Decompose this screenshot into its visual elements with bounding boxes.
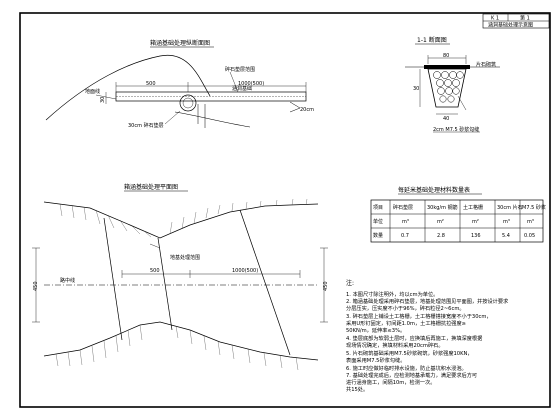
- table-value-3: 136: [471, 233, 481, 239]
- profile-view: 箱涵基础处理纵断面图 地面线 涵洞基础 碎石垫层范围 500 1000(500)…: [45, 39, 314, 129]
- notes-heading: 注:: [346, 279, 354, 287]
- table-header-5: M7.5 砂浆: [522, 204, 546, 211]
- table-header-1: 碎石垫层: [393, 204, 413, 211]
- table-value-1: 0.7: [401, 233, 409, 239]
- table-value-0: 数量: [373, 232, 383, 239]
- note-line-11: 7. 基础处理完成后，应检测地基承载力，满足要求后方可: [346, 371, 477, 379]
- table-header-0: 项目: [373, 205, 383, 211]
- plan-bottom-hatch: [55, 324, 299, 371]
- note-line-12: 进行涵身施工，间隔10m，检测一次。: [346, 378, 435, 386]
- table-unit-2: m²: [437, 219, 444, 225]
- section-label-right: 片石砌筑: [476, 61, 496, 68]
- table-header-3: 土工格栅: [463, 204, 483, 211]
- section-title: 1-1 断面图: [417, 36, 447, 44]
- notes-block: 注: 1. 本图尺寸除注明外，均以cm为单位。 2. 箱涵基础处理采用碎石垫层，…: [346, 279, 509, 393]
- profile-label-center: 涵洞基础: [232, 85, 252, 92]
- note-line-2: 分层压实，压实度不小于96%，碎石粒径2~6cm。: [346, 304, 465, 312]
- plan-top-slope: [43, 201, 319, 239]
- profile-label-band: 碎石垫层范围: [225, 66, 255, 73]
- plan-label-axis: 路中线: [60, 277, 75, 284]
- plan-view: 箱涵基础处理平面图 路中线 地基处: [32, 183, 329, 371]
- note-line-8: 5. 片石砌筑基础采用M7.5砂浆砌筑，砂浆强度10KN，: [346, 349, 473, 357]
- note-line-3: 3. 碎石垫层上铺设土工格栅，土工格栅搭接宽度不小于30cm，: [346, 312, 492, 320]
- profile-dim-30: 30: [100, 97, 106, 103]
- note-line-10: 6. 施工时应做好临时排水设施，防止基坑积水浸泡。: [346, 364, 467, 372]
- table-title: 每延米基础处理材料数量表: [398, 186, 470, 194]
- title-block-left: K 1: [491, 16, 499, 22]
- note-line-9: 表面采用M7.5砂浆勾缝。: [346, 356, 405, 364]
- quantity-table-group: 每延米基础处理材料数量表 项目 碎石垫层 30kg/m 钢筋 土工格栅 30cm…: [370, 186, 546, 243]
- plan-zone-left: [103, 217, 123, 341]
- table-value-2: 2.8: [437, 233, 445, 239]
- plan-dim-450-right: 450: [323, 281, 329, 291]
- title-block-name: 涵洞基础处理示意图: [488, 22, 533, 29]
- note-line-13: 共15处。: [346, 385, 368, 393]
- plan-top-hatch: [59, 198, 308, 238]
- section-dim-80: 80: [443, 53, 449, 59]
- sheet-frame: [19, 12, 551, 408]
- profile-dim-20cm: 20cm: [300, 107, 314, 113]
- table-unit-3: m²: [472, 219, 479, 225]
- section-dim-30: 30: [413, 86, 419, 92]
- table-value-4: 5.4: [502, 233, 510, 239]
- plan-zone-mid: [157, 237, 173, 331]
- table-unit-0: 单位: [373, 218, 383, 225]
- section-dim-40: 40: [443, 116, 449, 122]
- plan-dim-1000: 1000(500): [232, 268, 258, 274]
- plan-bottom-slope: [43, 321, 319, 361]
- ground-line: [45, 54, 211, 121]
- profile-dim-layer: 30cm 碎石垫层: [128, 122, 164, 129]
- title-block: K 1 第 1 涵洞基础处理示意图: [482, 13, 550, 29]
- profile-label-left: 地面线: [85, 88, 100, 95]
- note-line-4: 采用U形钉固定，钉间距1.0m，土工格栅抗拉强度≥: [346, 319, 466, 327]
- section-label-mortar: 2cm M7.5 砂浆勾缝: [433, 126, 479, 133]
- plan-title: 箱涵基础处理平面图: [124, 183, 178, 191]
- table-unit-5: m³: [527, 219, 534, 225]
- note-line-6: 4. 垫层底部为软弱土层时，应换填后再施工，换填深度根据: [346, 334, 482, 342]
- ground-line-lower: [174, 111, 251, 128]
- section-view: 1-1 断面图 80 40 30 片石砌筑 2cm M7.5 砂浆勾缝: [405, 36, 500, 133]
- profile-title: 箱涵基础处理纵断面图: [150, 39, 210, 47]
- rubble-stones: [433, 71, 464, 103]
- title-block-right: 第 1: [520, 15, 530, 22]
- profile-dim-500: 500: [146, 81, 156, 87]
- note-line-7: 现场情况确定，换填材料采用20cm碎石。: [346, 341, 444, 349]
- table-unit-4: m³: [503, 219, 510, 225]
- note-line-0: 1. 本图尺寸除注明外，均以cm为单位。: [346, 290, 438, 298]
- plan-label-zone: 地基处理范围: [170, 254, 200, 261]
- pipe-circle: [179, 94, 197, 112]
- table-header-2: 30kg/m 钢筋: [427, 204, 458, 211]
- table-value-5: 0.05: [524, 233, 535, 239]
- profile-dim-1000: 1000(500): [238, 81, 264, 87]
- note-line-1: 2. 箱涵基础处理采用碎石垫层，地基处理范围见平面图，并按设计要求: [346, 297, 509, 305]
- plan-dim-450-left: 450: [33, 281, 39, 291]
- note-line-5: 50KN/m，延伸率≤3%。: [346, 326, 405, 334]
- plan-zone-right: [239, 209, 291, 356]
- table-header-4: 30cm 片石: [497, 204, 523, 211]
- plan-dim-500: 500: [150, 268, 160, 274]
- table-unit-1: m³: [402, 219, 409, 225]
